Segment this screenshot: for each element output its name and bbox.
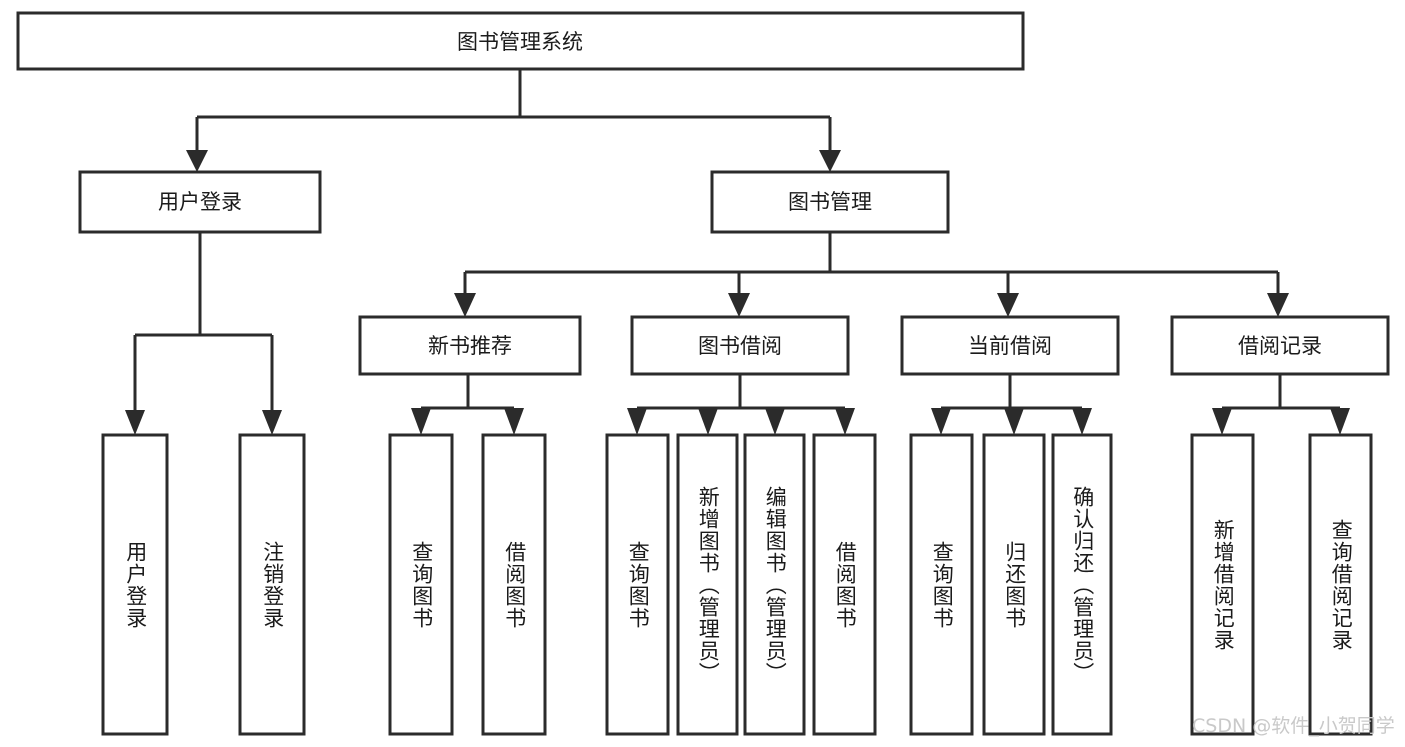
connector-group-new-book-rec-to-leaves [411, 374, 524, 435]
node-borrow-record[interactable]: 借阅记录 [1170, 315, 1390, 376]
arrow-head-leaf-borrow-book-2 [835, 408, 855, 435]
node-box-leaf-borrow-book-2[interactable] [812, 433, 877, 736]
arrow-head-current-borrow [997, 293, 1019, 317]
node-box-user-login[interactable] [78, 170, 322, 234]
node-box-leaf-add-record[interactable] [1190, 433, 1255, 736]
arrow-head-book-mgmt [819, 150, 841, 172]
node-book-management[interactable]: 图书管理 [710, 170, 950, 234]
arrow-head-leaf-query-book-3 [931, 408, 951, 435]
node-box-book-borrow[interactable] [630, 315, 850, 376]
arrow-head-leaf-add-book [698, 408, 718, 435]
node-label-root: 图书管理系统 [457, 30, 583, 54]
arrow-head-leaf-logout [262, 410, 282, 435]
node-box-leaf-user-login[interactable] [101, 433, 169, 736]
node-box-leaf-query-book-2[interactable] [605, 433, 670, 736]
arrow-head-leaf-edit-book [765, 408, 785, 435]
node-label-borrow-record: 借阅记录 [1238, 334, 1322, 358]
connector-group-borrow-record-to-leaves [1212, 374, 1350, 435]
connector-group-book-mgmt-to-level2 [454, 232, 1289, 317]
arrow-head-leaf-borrow-book-1 [504, 408, 524, 435]
node-box-leaf-confirm-return[interactable] [1051, 433, 1113, 736]
node-box-leaf-query-book-3[interactable] [909, 433, 974, 736]
connector-group-current-borrow-to-leaves [931, 374, 1092, 435]
node-box-leaf-borrow-book-1[interactable] [481, 433, 547, 736]
connector-group-book-borrow-to-leaves [627, 374, 855, 435]
node-box-leaf-query-record[interactable] [1308, 433, 1373, 736]
arrow-head-leaf-add-record [1212, 408, 1232, 435]
connector-group-root-to-level1 [186, 69, 841, 172]
node-box-borrow-record[interactable] [1170, 315, 1390, 376]
node-current-borrow[interactable]: 当前借阅 [900, 315, 1120, 376]
node-label-current-borrow: 当前借阅 [968, 334, 1052, 358]
arrow-head-leaf-query-record [1330, 408, 1350, 435]
node-box-book-management[interactable] [710, 170, 950, 234]
node-box-root[interactable] [16, 11, 1025, 71]
node-new-book-recommend[interactable]: 新书推荐 [358, 315, 582, 376]
node-box-current-borrow[interactable] [900, 315, 1120, 376]
node-box-leaf-query-book-1[interactable] [388, 433, 454, 736]
arrow-head-leaf-confirm-return [1072, 408, 1092, 435]
node-root[interactable]: 图书管理系统 [16, 11, 1025, 71]
node-box-leaf-edit-book[interactable] [743, 433, 806, 736]
arrow-head-new-book-rec [454, 293, 476, 317]
node-box-leaf-add-book[interactable] [676, 433, 739, 736]
node-label-book-management: 图书管理 [788, 190, 872, 214]
node-label-user-login: 用户登录 [158, 190, 242, 214]
node-label-book-borrow: 图书借阅 [698, 334, 782, 358]
node-label-new-book-recommend: 新书推荐 [428, 334, 512, 358]
arrow-head-user-login [186, 150, 208, 172]
node-box-new-book-recommend[interactable] [358, 315, 582, 376]
arrow-head-leaf-query-book-2 [627, 408, 647, 435]
arrow-head-leaf-return-book [1004, 408, 1024, 435]
node-book-borrow[interactable]: 图书借阅 [630, 315, 850, 376]
arrow-head-borrow-record [1267, 293, 1289, 317]
watermark-text: CSDN @软件_小贺同学 [1192, 715, 1395, 737]
node-user-login[interactable]: 用户登录 [78, 170, 322, 234]
node-box-leaf-return-book[interactable] [982, 433, 1046, 736]
connector-group-user-login-to-leaves [125, 232, 282, 435]
arrow-head-leaf-query-book-1 [411, 408, 431, 435]
arrow-head-book-borrow [728, 293, 750, 317]
node-box-leaf-logout[interactable] [238, 433, 306, 736]
arrow-head-leaf-user-login [125, 410, 145, 435]
